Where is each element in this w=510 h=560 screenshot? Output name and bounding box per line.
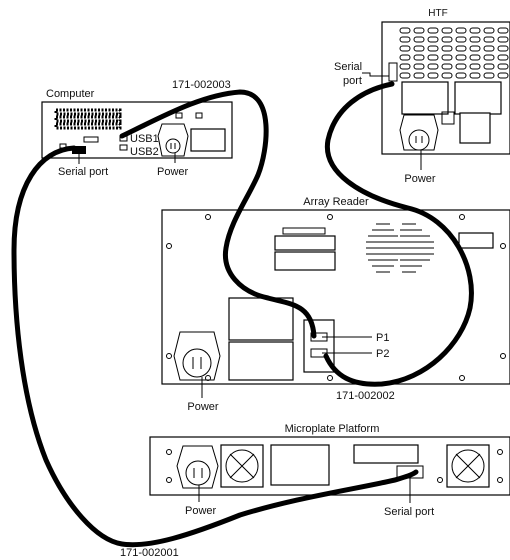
- usb2-label: USB2: [130, 146, 159, 158]
- array-reader-grille: [366, 223, 434, 273]
- array-reader-power-socket: [182, 348, 212, 378]
- computer-module: [190, 128, 226, 152]
- array-reader-module-top: [228, 297, 294, 341]
- htf-title: HTF: [428, 8, 447, 19]
- microplate-unit: [149, 436, 510, 496]
- cable-label-171-002002: 171-002002: [336, 390, 395, 402]
- htf-serial-label-2: port: [343, 75, 362, 87]
- usb1-label: USB1: [130, 133, 159, 145]
- cable-label-171-002001: 171-002001: [120, 547, 179, 559]
- computer-power-socket: [165, 138, 181, 154]
- p2-label: P2: [376, 348, 389, 360]
- cable-htf-to-p2: [323, 81, 474, 387]
- computer-power-mount: [157, 123, 189, 157]
- array-reader-panel: [161, 209, 510, 385]
- htf-serial-label-1: Serial: [334, 61, 362, 73]
- htf-module-left: [401, 81, 449, 115]
- array-reader-power-label: Power: [187, 401, 219, 413]
- p1-label: P1: [376, 332, 389, 344]
- htf-vents: [399, 27, 509, 79]
- cable-computer-to-microplate: [11, 145, 419, 548]
- computer-ports-grid: [54, 108, 122, 130]
- microplate-power-label: Power: [185, 505, 217, 517]
- htf-power-socket: [408, 129, 430, 151]
- computer-power-label: Power: [157, 166, 189, 178]
- htf-serial-connector: [388, 62, 398, 82]
- array-reader-slot: [458, 232, 494, 249]
- htf-power-label: Power: [404, 173, 436, 185]
- microplate-serial-label: Serial port: [384, 506, 434, 518]
- microplate-title: Microplate Platform: [285, 423, 380, 435]
- htf-power-mount: [399, 114, 439, 151]
- microplate-module: [270, 444, 330, 486]
- cable-usb-to-p1: [119, 89, 317, 339]
- htf-switch: [441, 111, 455, 125]
- array-reader-module-bottom: [228, 341, 294, 381]
- htf-unit: [381, 21, 510, 155]
- computer-serial-label: Serial port: [58, 166, 108, 178]
- htf-module-right: [454, 81, 502, 115]
- array-reader-power-mount: [173, 331, 221, 381]
- computer-serial-connector: [72, 146, 86, 154]
- computer-title: Computer: [46, 88, 95, 100]
- microplate-power-socket: [185, 460, 211, 486]
- usb2-port: [119, 144, 128, 151]
- array-reader-title: Array Reader: [303, 196, 369, 208]
- microplate-slot: [353, 444, 419, 464]
- array-reader-unit: [161, 209, 510, 385]
- htf-fan-housing: [459, 112, 491, 144]
- microplate-power-mount: [176, 445, 219, 489]
- cable-label-171-002003: 171-002003: [172, 79, 231, 91]
